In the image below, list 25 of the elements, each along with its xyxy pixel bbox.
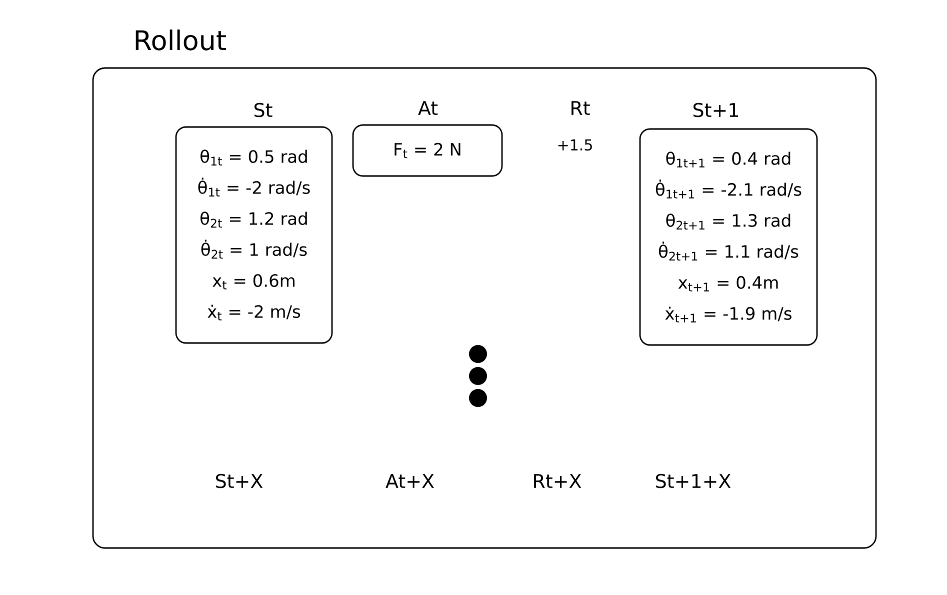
node-label: ẋ$_{t}$ = -2 m/s [208,304,300,320]
node-label: θ$_{1t+1}$ = 0.4 rad [666,152,790,168]
label: Rt+X [534,474,582,488]
label: Rt [572,101,590,115]
node-label: x$_{t+1}$ = 0.4m [678,276,778,292]
node-label: θ$_{2t+1}$ = 1.3 rad [666,214,790,230]
box-heading: St+1 [694,102,738,118]
label: St+X [216,474,263,488]
box-heading: St [254,102,272,118]
node-label: x$_{t}$ = 0.6m [212,274,294,290]
node-label: θ̇$_{1t}$ = -2 rad/s [198,178,310,196]
state-box: θ$_{1t+1}$ = 0.4 rad θ̇$_{1t+1}$ = -2.1 rad/s θ$_{2t+1}$ = 1.3 rad θ̇$_{2t+1}$ = 1.1 rad/s x$_{t+1}$ = 0.4m ẋ$_{t+1}$ = -1.9 m/s [639,128,818,346]
state-box: θ$_{1t}$ = 0.5 rad θ̇$_{1t}$ = -2 rad/s θ$_{2t}$ = 1.2 rad θ̇$_{2t}$ = 1 rad/s x$_{t}$ = 0.6m ẋ$_{t}$ = -2 m/s [175,126,333,344]
state-box: F$_{t}$ = 2 N [352,124,503,177]
node-label: θ̇$_{2t}$ = 1 rad/s [201,240,307,259]
label: St+1+X [656,474,731,488]
node-label: θ̇$_{2t+1}$ = 1.1 rad/s [658,242,798,261]
node-label: θ$_{1t}$ = 0.5 rad [200,150,307,166]
label: At+X [386,474,434,488]
node-label: θ$_{2t}$ = 1.2 rad [200,212,307,228]
box-heading: At [418,101,438,115]
node-label: θ̇$_{1t+1}$ = -2.1 rad/s [656,180,802,198]
node-label: ẋ$_{t+1}$ = -1.9 m/s [665,306,792,322]
title: Rollout [136,30,226,50]
label: +1.5 [558,139,592,151]
